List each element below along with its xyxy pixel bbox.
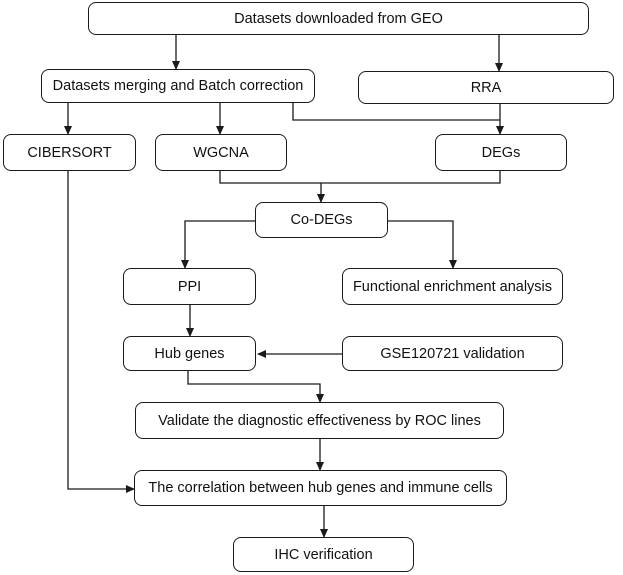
node-ppi: PPI: [123, 268, 256, 305]
arrow-merge-to-degs: [292, 102, 500, 121]
node-ihc-verification: IHC verification: [233, 537, 414, 572]
arrow-codegs-to-enrich: [388, 220, 457, 269]
node-hub-genes: Hub genes: [123, 336, 256, 371]
node-wgcna: WGCNA: [155, 134, 287, 171]
node-roc-validation: Validate the diagnostic effectiveness by…: [135, 402, 504, 439]
node-degs: DEGs: [435, 134, 567, 171]
node-cibersort: CIBERSORT: [3, 134, 136, 171]
node-co-degs: Co-DEGs: [255, 202, 388, 238]
node-merge-batch-correction: Datasets merging and Batch correction: [41, 69, 315, 103]
node-correlation-immune-cells: The correlation between hub genes and im…: [134, 470, 507, 506]
arrow-cibersort-to-corr: [67, 171, 135, 493]
arrow-wgcna-to-codegs: [219, 171, 501, 184]
node-functional-enrichment: Functional enrichment analysis: [342, 268, 563, 305]
arrow-hub-to-roc: [187, 371, 324, 403]
node-rra: RRA: [358, 71, 614, 104]
node-gse120721-validation: GSE120721 validation: [342, 336, 563, 371]
arrow-codegs-to-ppi: [181, 220, 255, 269]
node-geo-datasets: Datasets downloaded from GEO: [88, 2, 589, 35]
